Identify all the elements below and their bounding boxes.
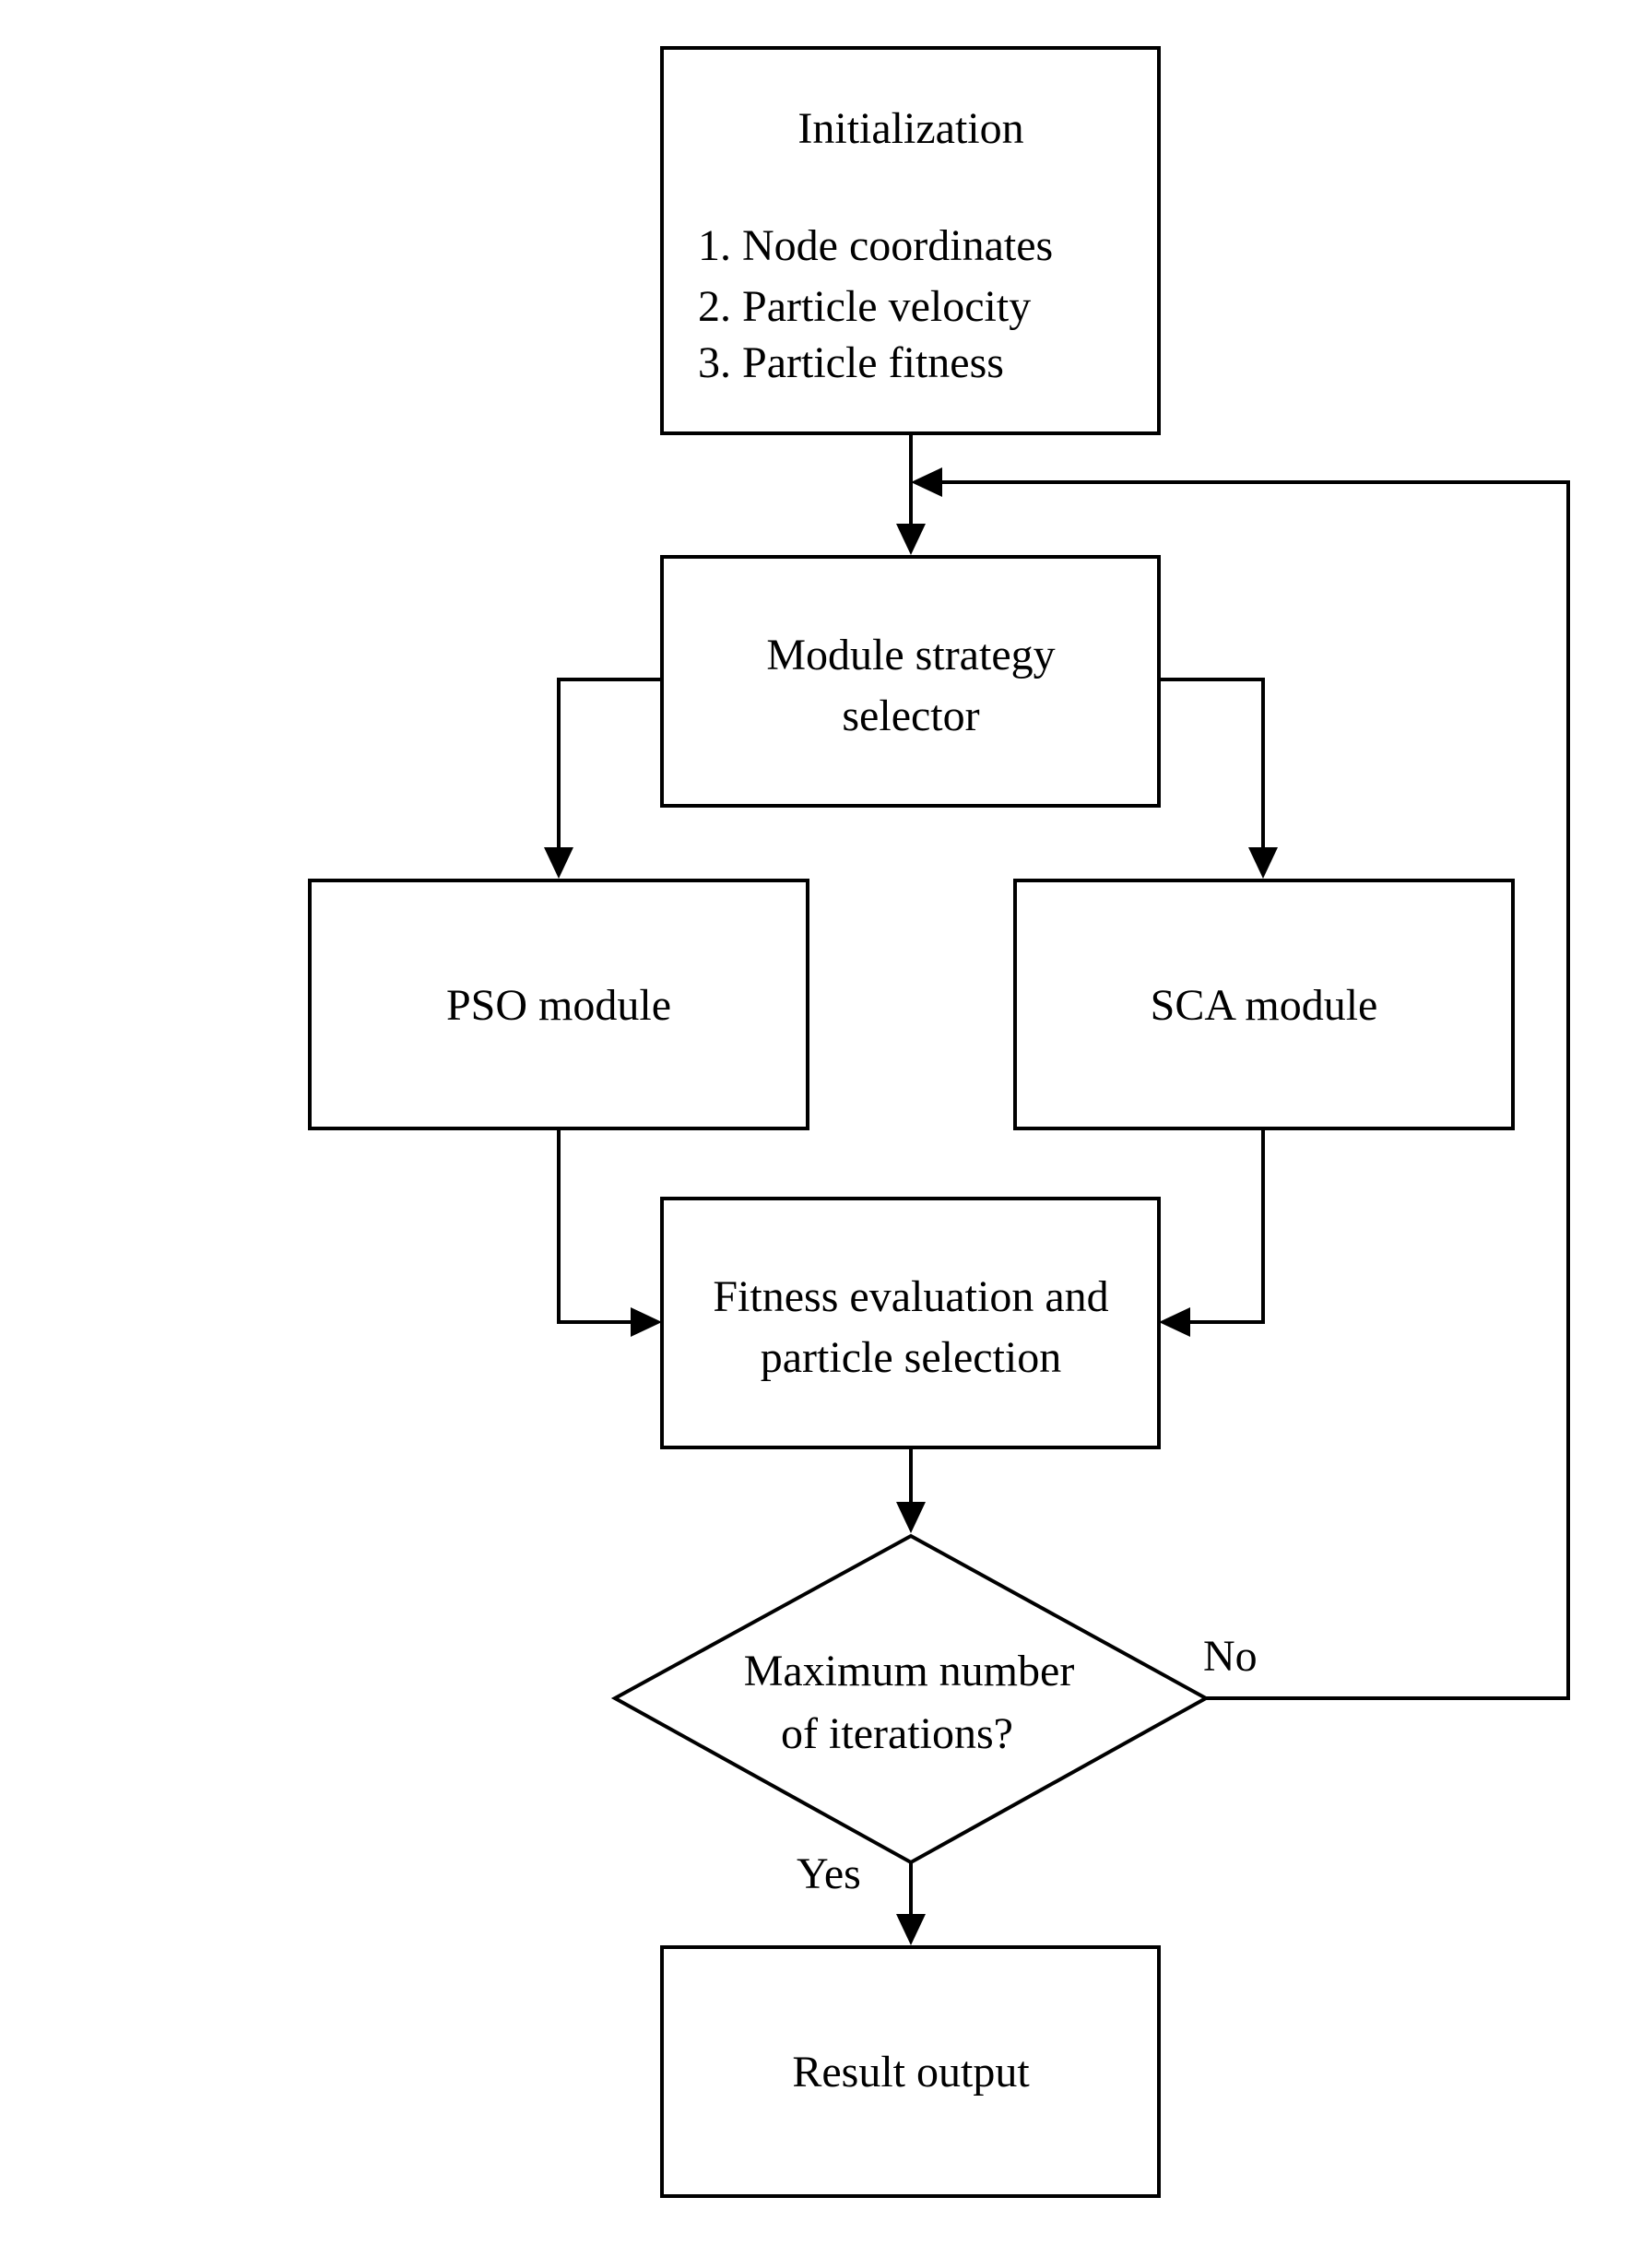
edges [544, 433, 1570, 1945]
result-label: Result output [792, 2048, 1030, 2097]
decision-label-line-2: of iterations? [781, 1709, 1013, 1758]
edge-label-no: No [1203, 1632, 1258, 1681]
edge-decision-loop-back [936, 480, 1570, 1700]
initialization-box [660, 46, 1161, 435]
pso-box [308, 879, 809, 1130]
edge-selector-to-pso [557, 678, 662, 854]
arrowhead-sca-top [1248, 847, 1278, 879]
initialization-item-2: 2. Particle velocity [698, 282, 1031, 331]
result-box [660, 1945, 1161, 2198]
arrowhead-fitness-right [1159, 1307, 1190, 1337]
selector-node: Module strategy selector [660, 555, 1161, 808]
arrowhead-pso-top [544, 847, 573, 879]
sca-label: SCA module [1151, 981, 1378, 1030]
arrowhead-loop-back [911, 467, 942, 497]
initialization-title: Initialization [797, 104, 1023, 153]
edge-selector-to-sca [1159, 678, 1265, 854]
initialization-item-1: 1. Node coordinates [698, 221, 1053, 270]
pso-node: PSO module [308, 879, 809, 1130]
initialization-node: Initialization 1. Node coordinates 2. Pa… [660, 46, 1161, 435]
arrowhead-selector-top [896, 524, 926, 555]
result-node: Result output [660, 1945, 1161, 2198]
fitness-label-line-1: Fitness evaluation and [713, 1272, 1108, 1321]
sca-node: SCA module [1013, 879, 1515, 1130]
pso-label: PSO module [446, 981, 671, 1030]
fitness-node: Fitness evaluation and particle selectio… [660, 1197, 1161, 1449]
initialization-item-3: 3. Particle fitness [698, 338, 1004, 387]
edge-sca-to-fitness [1184, 1128, 1265, 1324]
decision-diamond [610, 1533, 1211, 1865]
edge-pso-to-fitness [557, 1128, 637, 1324]
arrowhead-decision-top [896, 1502, 926, 1533]
arrowhead-result-top [896, 1914, 926, 1945]
sca-box [1013, 879, 1515, 1130]
arrowhead-fitness-left [631, 1307, 662, 1337]
selector-label-line-1: Module strategy [766, 631, 1055, 679]
edge-label-yes: Yes [797, 1849, 861, 1898]
fitness-label-line-2: particle selection [761, 1333, 1062, 1382]
decision-label-line-1: Maximum number [744, 1647, 1075, 1695]
selector-label-line-2: selector [842, 691, 979, 740]
decision-node: Maximum number of iterations? [610, 1533, 1211, 1865]
selector-box [660, 555, 1161, 808]
fitness-box [660, 1197, 1161, 1449]
